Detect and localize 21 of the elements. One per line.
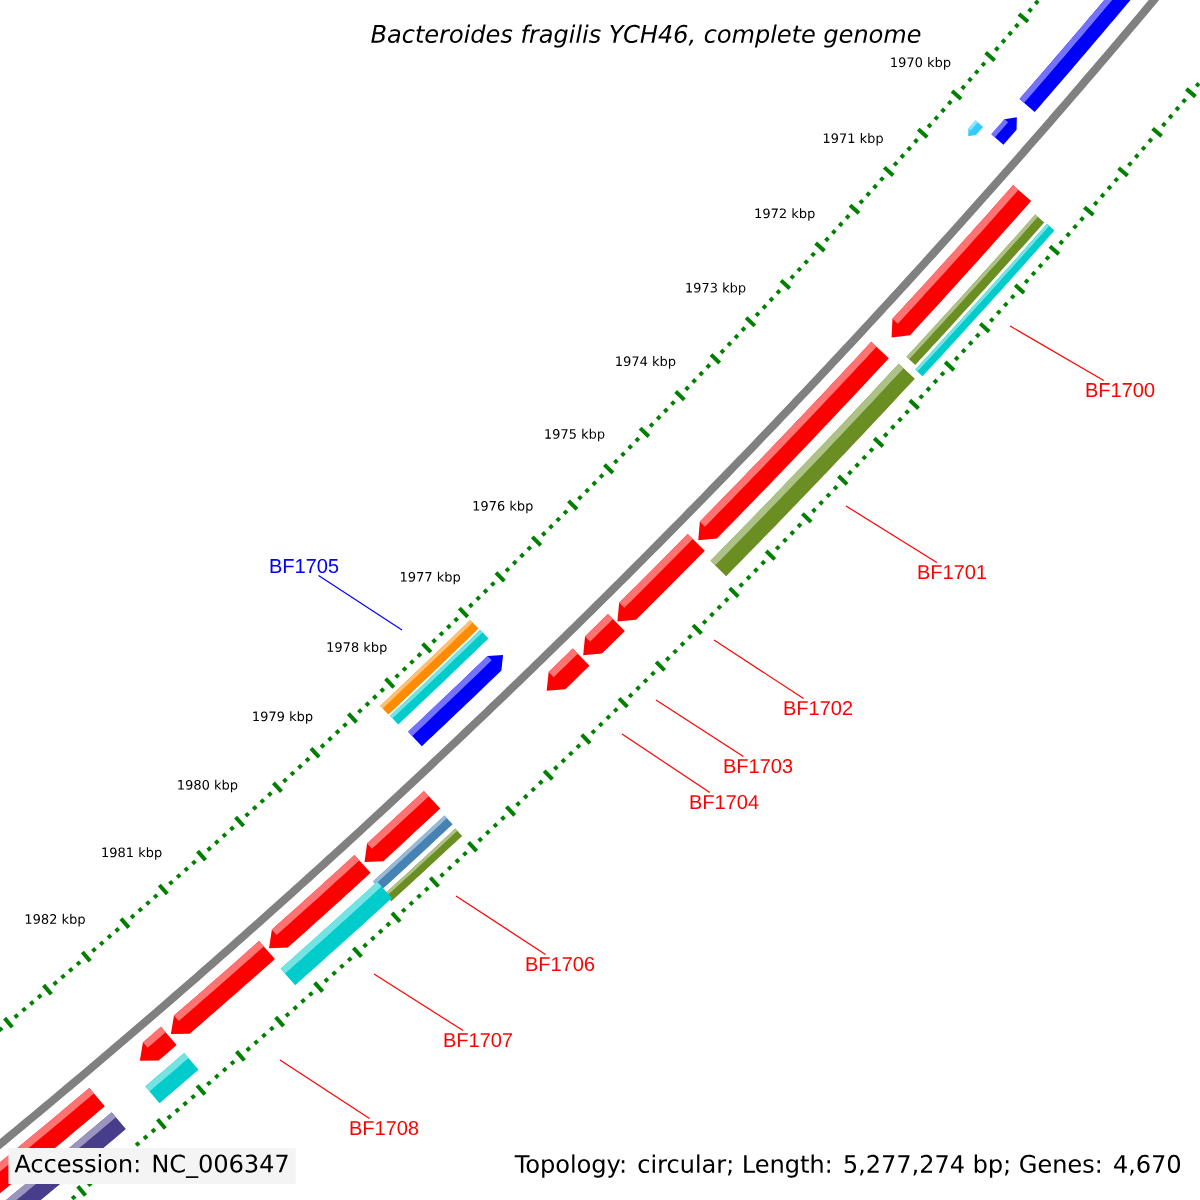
gene-label: BF1706 <box>526 956 595 972</box>
leader-line <box>279 1059 371 1120</box>
leader-line <box>845 505 938 564</box>
gene-label: BF1702 <box>784 700 853 716</box>
leader-line <box>317 574 403 631</box>
leader-line <box>373 973 464 1032</box>
gene-label: BF1703 <box>724 758 793 774</box>
gene-label: BF1700 <box>1086 382 1155 398</box>
leader-line <box>621 733 711 794</box>
leader-line <box>713 639 805 700</box>
gene-label: BF1708 <box>350 1120 419 1136</box>
gene-label: BF1704 <box>690 794 759 810</box>
gene-label: BF1705 <box>270 558 339 574</box>
accession-label: Accession: NC_006347 <box>8 1148 296 1184</box>
leader-line <box>655 699 744 758</box>
summary-label: Topology: circular; Length: 5,277,274 bp; Genes: 4,670 <box>514 1154 1181 1178</box>
leader-line <box>1009 325 1105 382</box>
gene-label: BF1701 <box>918 564 987 580</box>
leader-line <box>455 895 547 956</box>
gene-label: BF1707 <box>444 1032 513 1048</box>
title: Bacteroides fragilis YCH46, complete genome <box>371 24 921 48</box>
